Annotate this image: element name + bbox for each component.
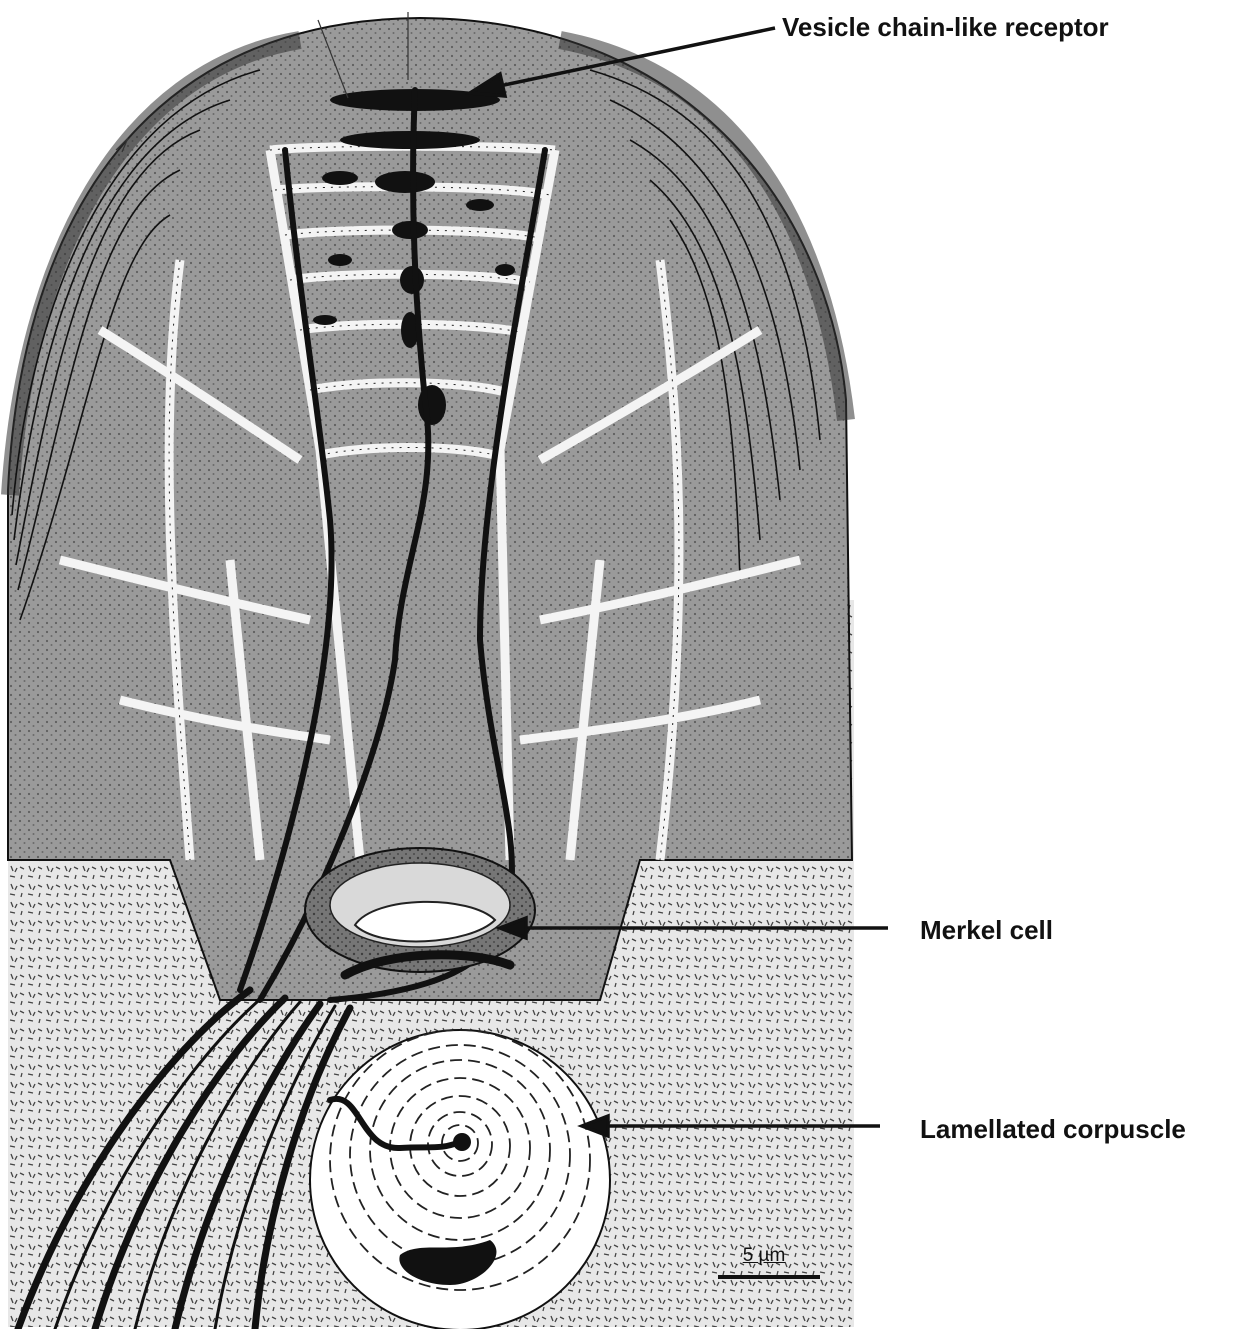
lamellated-corpuscle <box>310 1030 610 1329</box>
vesicle-chain-receptor-label: Vesicle chain-like receptor <box>782 14 1109 40</box>
scale-bar-label: 5 µm <box>726 1245 802 1267</box>
lamellated-corpuscle-label: Lamellated corpuscle <box>920 1116 1186 1142</box>
merkel-cell-label: Merkel cell <box>920 917 1053 943</box>
